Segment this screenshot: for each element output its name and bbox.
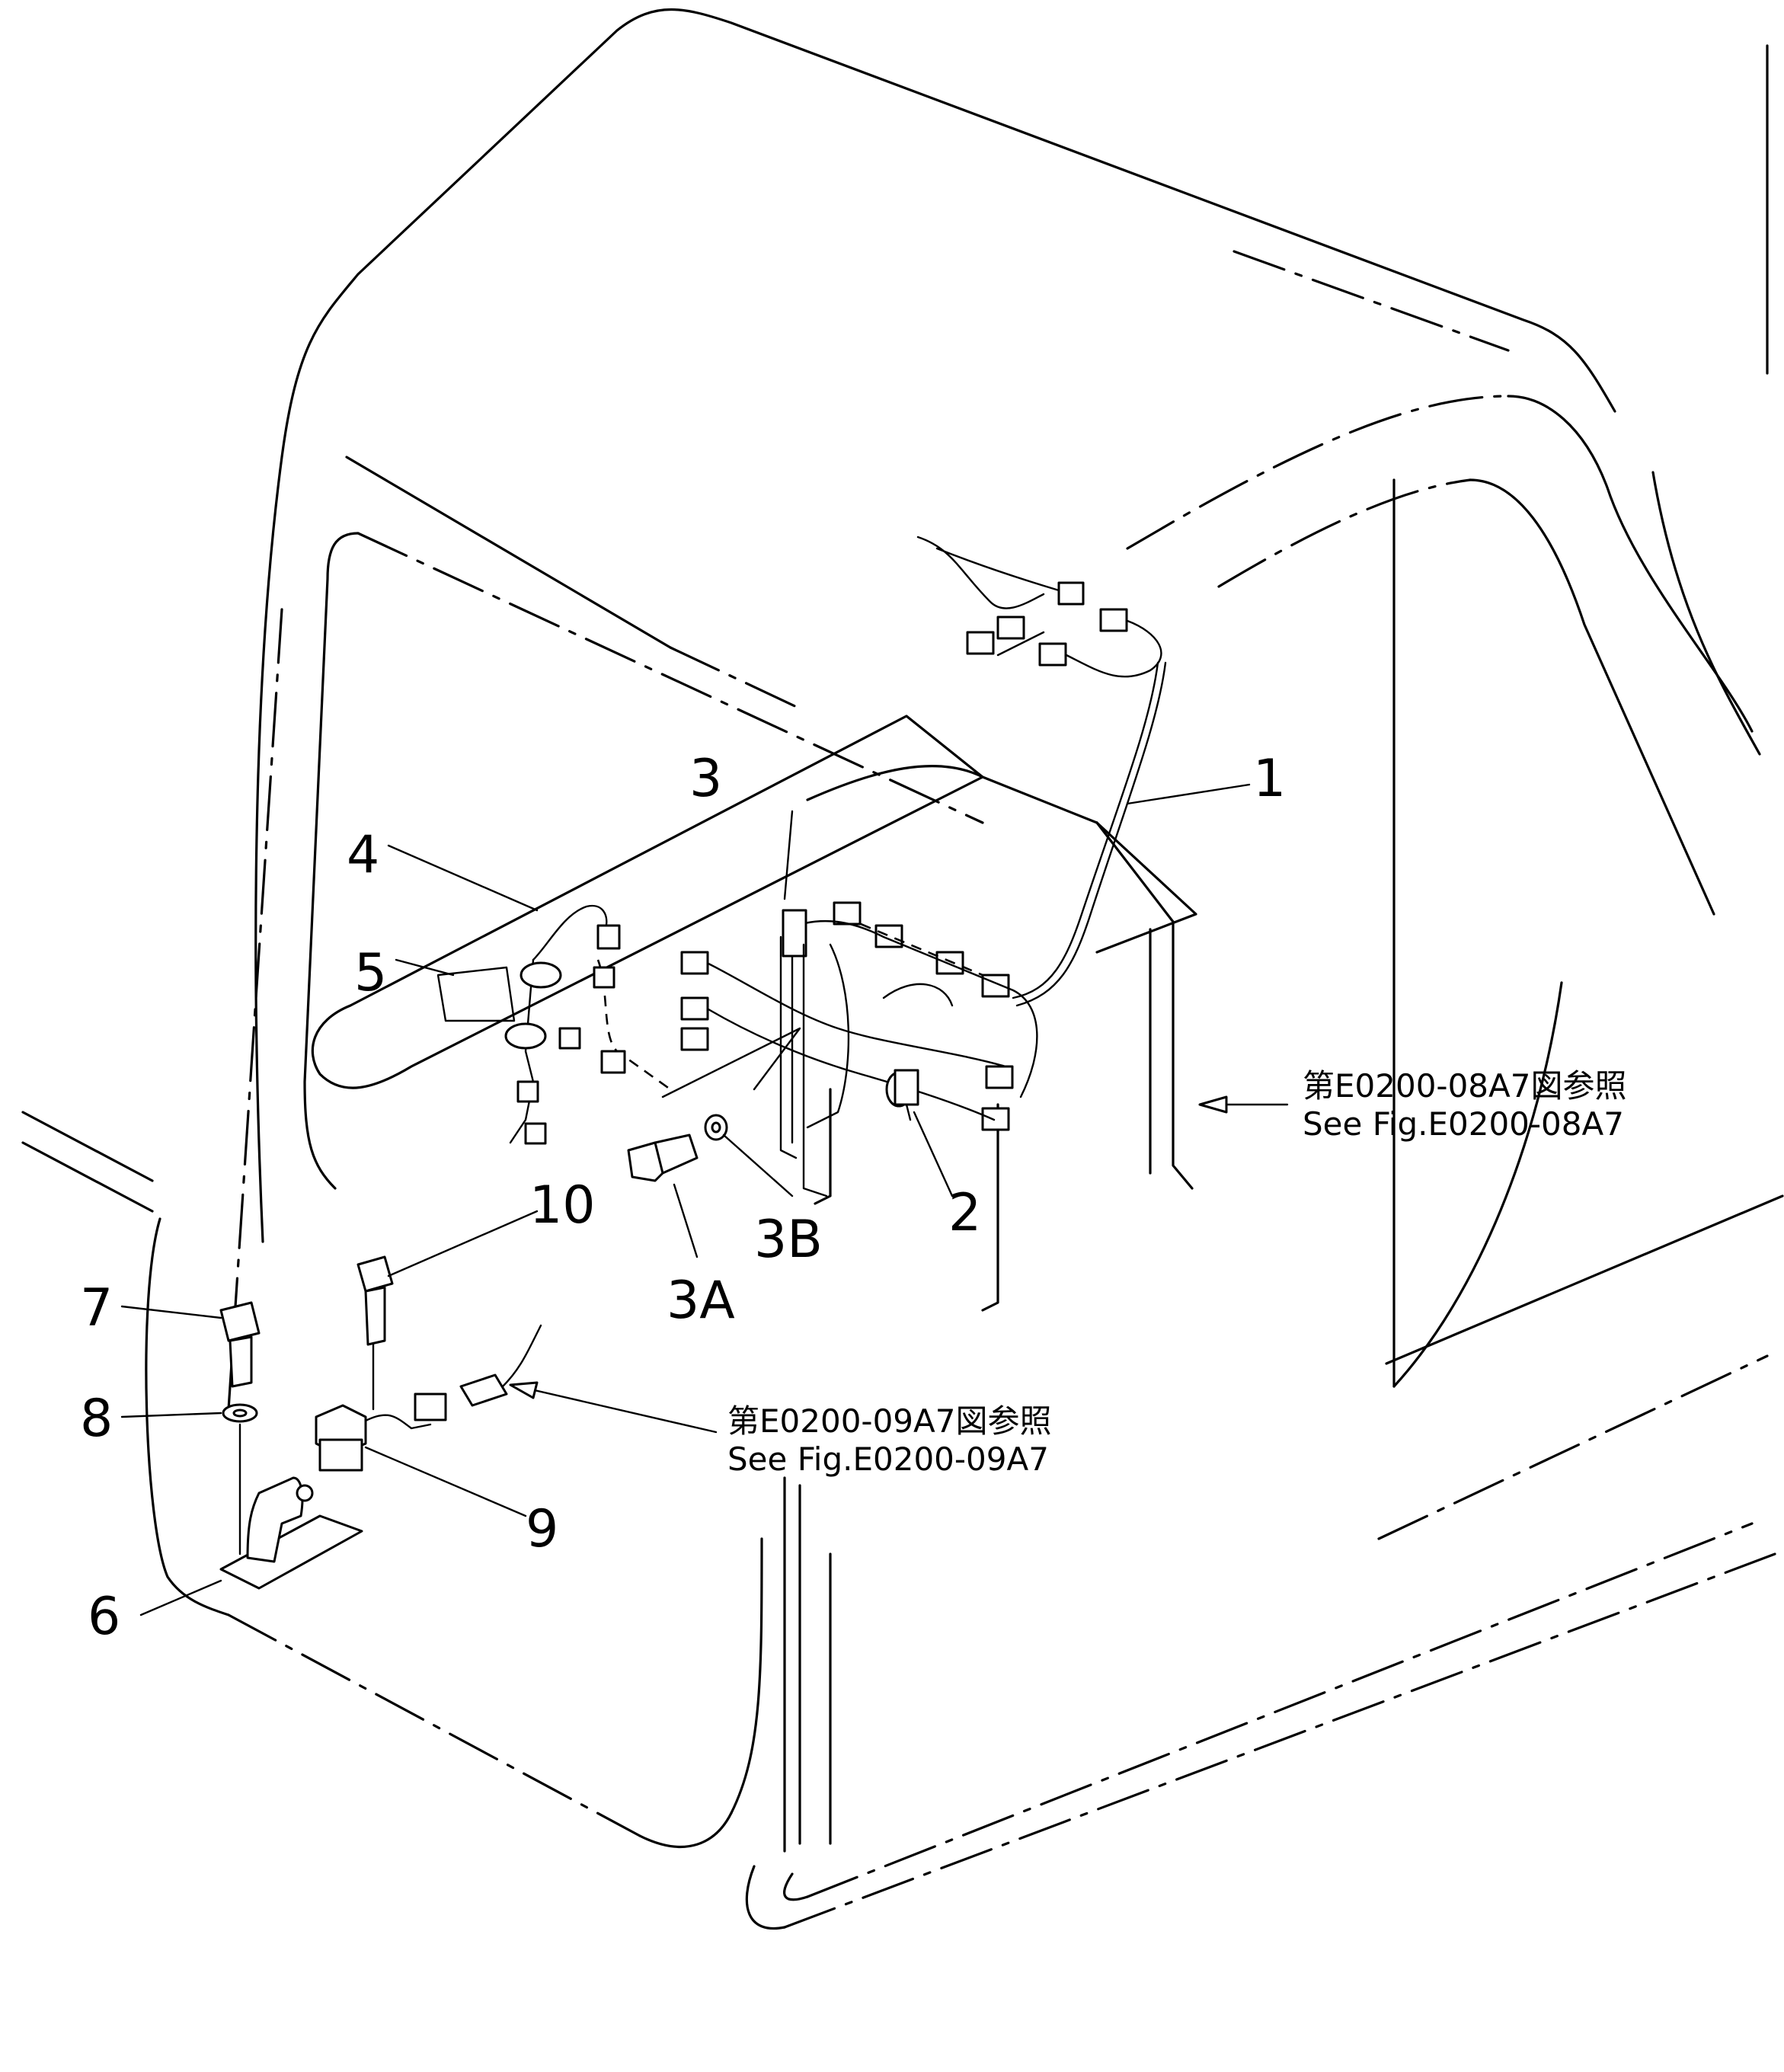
- connector-icon: [1099, 608, 1128, 632]
- callout-10: 10: [529, 1175, 596, 1236]
- callout-7: 7: [80, 1278, 113, 1338]
- connector-icon: [1038, 642, 1067, 667]
- bracket-icon: [782, 909, 807, 958]
- connector-icon: [680, 1027, 709, 1051]
- callout-5: 5: [354, 943, 387, 1003]
- console-frame: [311, 715, 1197, 1312]
- connector-icon: [996, 616, 1025, 640]
- figure-reference-1: 第E0200-08A7図参照 See Fig.E0200-08A7: [1303, 1067, 1626, 1143]
- callout-3A: 3A: [667, 1271, 735, 1331]
- callout-9: 9: [526, 1499, 558, 1559]
- callout-1: 1: [1253, 749, 1286, 809]
- callout-8: 8: [80, 1389, 113, 1449]
- callout-3B: 3B: [754, 1210, 823, 1270]
- figure-reference-2: 第E0200-09A7図参照 See Fig.E0200-09A7: [727, 1402, 1051, 1478]
- connector-icon: [981, 974, 1010, 998]
- reference-1-ja: 第E0200-08A7図参照: [1303, 1067, 1626, 1105]
- part-6-bracket: [219, 1476, 363, 1590]
- part-9-switch: [315, 1324, 542, 1472]
- reference-1-en: See Fig.E0200-08A7: [1303, 1105, 1624, 1143]
- connector-icon: [833, 901, 862, 926]
- part-5-clamp: [436, 961, 562, 1050]
- connector-icon: [966, 631, 995, 655]
- part-10-bolt: [356, 1255, 394, 1411]
- connector-icon: [985, 1065, 1014, 1089]
- callout-2: 2: [948, 1183, 981, 1243]
- connector-icon: [935, 951, 964, 975]
- part-2-relay: [885, 1069, 919, 1121]
- callout-4: 4: [347, 825, 379, 885]
- reference-2-ja: 第E0200-09A7図参照: [727, 1402, 1051, 1440]
- callout-6: 6: [88, 1587, 120, 1647]
- callout-labels: 1 2 3 3A 3B 4 5 6 7 8 9 10: [80, 749, 1286, 1647]
- connector-icon: [981, 1107, 1010, 1131]
- leader-lines: [120, 783, 1289, 1616]
- callout-3: 3: [689, 749, 722, 809]
- connector-icon: [680, 951, 709, 975]
- part-3A-bolt: [627, 1134, 699, 1182]
- connector-icon: [680, 996, 709, 1021]
- part-3-harness: [661, 901, 1038, 1197]
- part-7-bolt: [219, 1301, 261, 1388]
- part-4-harness: [509, 904, 671, 1145]
- part-1-wiring-harness: [916, 536, 1167, 1007]
- connector-icon: [1057, 581, 1085, 606]
- part-8-washer: [222, 1403, 258, 1556]
- part-3B-washer: [704, 1114, 728, 1141]
- reference-2-en: See Fig.E0200-09A7: [727, 1440, 1049, 1478]
- cab-outline: [21, 8, 1784, 1930]
